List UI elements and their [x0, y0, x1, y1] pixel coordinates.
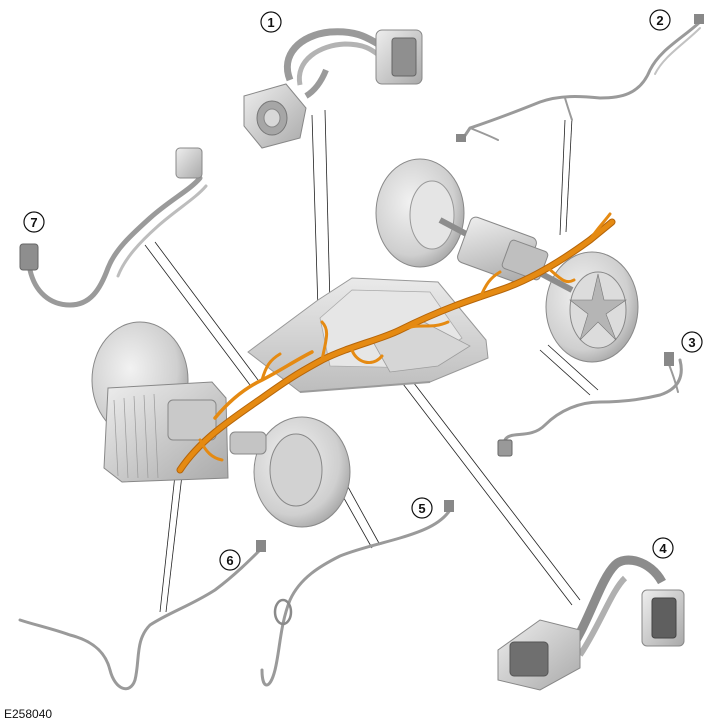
leader-lines — [144, 109, 599, 613]
callout-3: 3 — [681, 331, 703, 353]
connector-assembly-1 — [243, 28, 423, 149]
harness-5 — [260, 500, 454, 687]
callout-7: 7 — [23, 211, 45, 233]
rear-left-wheel — [375, 158, 465, 268]
harness-6 — [18, 540, 266, 691]
connector-assembly-4 — [497, 555, 685, 691]
callout-3-label: 3 — [688, 335, 695, 350]
harness-7 — [19, 147, 208, 308]
callout-4: 4 — [652, 537, 674, 559]
callout-2-label: 2 — [656, 13, 663, 28]
rear-right-wheel — [545, 251, 639, 363]
front-right-wheel — [253, 416, 351, 528]
main-harness — [176, 212, 616, 474]
harness-3 — [497, 352, 683, 457]
figure-id: E258040 — [4, 707, 53, 721]
callout-6-label: 6 — [226, 553, 233, 568]
battery-pack — [247, 277, 489, 393]
callout-2: 2 — [649, 9, 671, 31]
front-module — [103, 381, 267, 483]
callout-7-label: 7 — [30, 215, 37, 230]
rear-drive-unit — [438, 216, 574, 293]
callout-4-label: 4 — [659, 541, 667, 556]
callout-5-label: 5 — [418, 501, 425, 516]
callout-1: 1 — [260, 11, 282, 33]
callout-1-label: 1 — [267, 15, 274, 30]
callout-6: 6 — [219, 549, 241, 571]
callout-5: 5 — [411, 497, 433, 519]
rear-harness-2 — [456, 14, 704, 142]
